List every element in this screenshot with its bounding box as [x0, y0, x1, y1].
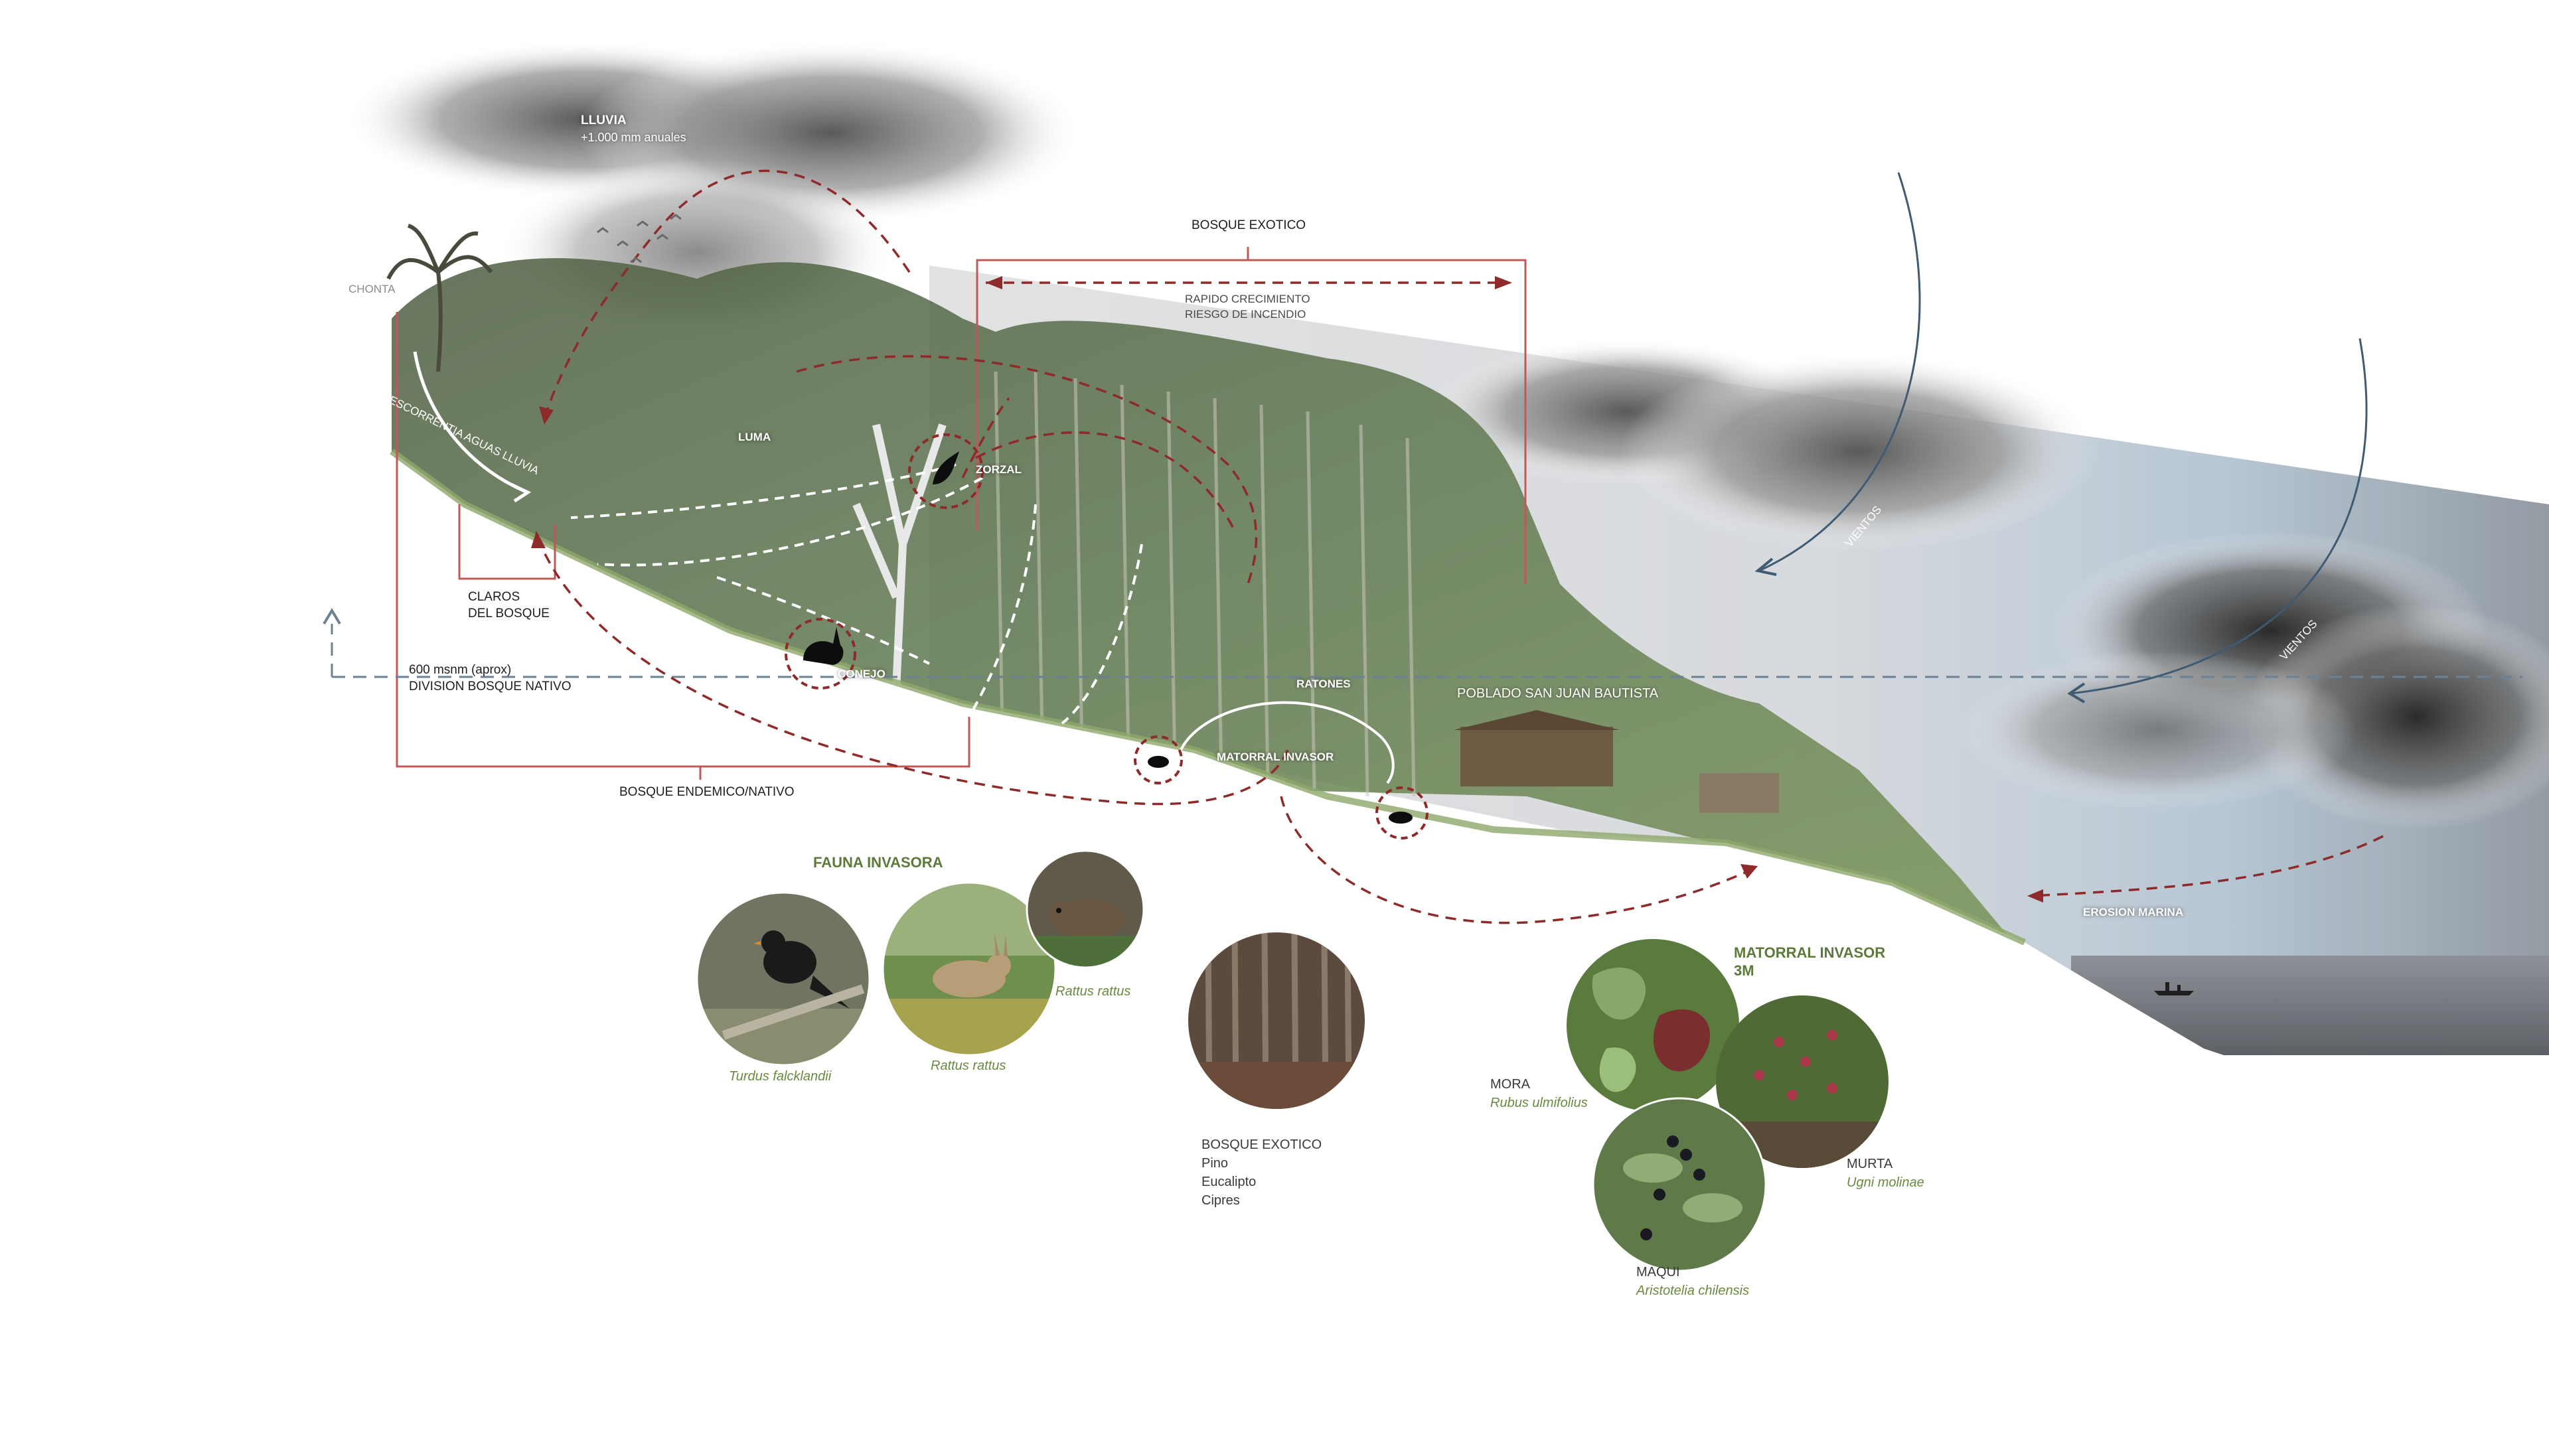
clearings-label-2: DEL BOSQUE: [468, 607, 550, 620]
exotic-forest-photo: [1188, 932, 1365, 1109]
grass-edge: [390, 448, 2027, 946]
maqui-common-label: MAQUI: [1636, 1265, 1680, 1279]
shrub-panel-title: MATORRAL INVASOR: [1734, 944, 1886, 961]
conejo-marker: [785, 618, 856, 690]
red-movement-arrows: [536, 169, 2384, 924]
chonta-label: CHONTA: [348, 283, 396, 295]
erosion-label: EROSION MARINA: [2083, 906, 2184, 918]
matorral-marker-label: MATORRAL INVASOR: [1217, 751, 1334, 763]
exotic-item-eucalipto: Eucalipto: [1201, 1175, 1257, 1189]
shrub-panel-subtitle: 3M: [1734, 962, 1754, 979]
forest-zone-frames: [396, 247, 1527, 780]
bird-flock-icon: [597, 214, 682, 263]
native-forest-title: BOSQUE ENDEMICO/NATIVO: [619, 785, 795, 799]
wind-arc-2: [2070, 338, 2368, 695]
maqui-species-label: Aristotelia chilensis: [1636, 1283, 1750, 1298]
fauna-photo-circles: [696, 849, 1145, 1066]
exotic-note-fire: RIESGO DE INCENDIO: [1185, 308, 1306, 321]
red-arrowheads: [531, 276, 2043, 903]
bird-icon: [933, 451, 959, 484]
rat-species-label: Rattus rattus: [1055, 984, 1131, 999]
forest-mass: [392, 258, 2025, 956]
exotic-item-cipres: Cipres: [1201, 1193, 1240, 1208]
wind-arrowheads: [1754, 557, 2086, 703]
rabbit-icon: [803, 627, 844, 665]
exotic-item-pino: Pino: [1201, 1156, 1229, 1171]
altitude-arrow-icon: [323, 608, 341, 625]
murta-photo: [1716, 995, 1889, 1168]
rain-amount: +1.000 mm anuales: [581, 131, 686, 144]
rat-icon-1: [1148, 756, 1169, 768]
matorral-arc: [1177, 701, 1395, 784]
rabbit-species-label: Rattus rattus: [931, 1058, 1006, 1073]
altitude-line: [331, 624, 2522, 678]
mora-species-label: Rubus ulmifolius: [1490, 1096, 1588, 1110]
exotic-note-growth: RAPIDO CRECIMIENTO: [1185, 293, 1310, 305]
wind-arrows: [1758, 172, 2368, 695]
chonta-palm: [386, 224, 493, 372]
exotic-forest-frame: [976, 259, 1527, 584]
exotic-panel-title: BOSQUE EXOTICO: [1201, 1137, 1322, 1152]
bird-photo: [697, 893, 870, 1065]
zorzal-marker: [908, 433, 984, 509]
white-movement-arrows: [570, 463, 1143, 725]
mora-common-label: MORA: [1490, 1077, 1530, 1092]
village-label: POBLADO SAN JUAN BAUTISTA: [1457, 686, 1659, 701]
luma-tree: [852, 423, 947, 691]
runoff-arrow: [413, 351, 526, 493]
ratones-label: RATONES: [1296, 678, 1351, 690]
wind-arc-1: [1758, 172, 1921, 572]
village-houses: [1454, 710, 1779, 813]
maqui-photo: [1593, 1098, 1766, 1271]
native-forest-frame: [396, 312, 970, 768]
bird-species-label: Turdus falcklandii: [729, 1069, 832, 1084]
boat-icon: [2154, 991, 2194, 995]
rat-icon-2: [1389, 812, 1413, 824]
luma-label: LUMA: [738, 431, 771, 443]
murta-species-label: Ugni molinae: [1847, 1175, 1924, 1190]
clearings-label-1: CLAROS: [468, 590, 520, 604]
fauna-panel-title: FAUNA INVASORA: [813, 854, 943, 871]
mora-photo: [1567, 939, 1739, 1112]
exotic-forest-title: BOSQUE EXOTICO: [1192, 218, 1306, 232]
ratones-marker-1: [1134, 735, 1183, 784]
murta-common-label: MURTA: [1847, 1157, 1893, 1171]
fauna-markers: [785, 433, 1429, 839]
altitude-label-2: DIVISION BOSQUE NATIVO: [409, 680, 572, 693]
clearings-frame: [458, 504, 556, 580]
eucalyptus-trunks: [994, 371, 1416, 797]
shrub-photo-circles: [1567, 939, 1889, 1272]
ratones-marker-2: [1375, 786, 1429, 839]
rain-label: LLUVIA: [581, 113, 627, 127]
zorzal-label: ZORZAL: [976, 463, 1022, 476]
animal-silhouettes: [803, 451, 1413, 824]
conejo-label: CONEJO: [838, 668, 886, 680]
altitude-label-1: 600 msnm (aprox): [409, 663, 512, 677]
